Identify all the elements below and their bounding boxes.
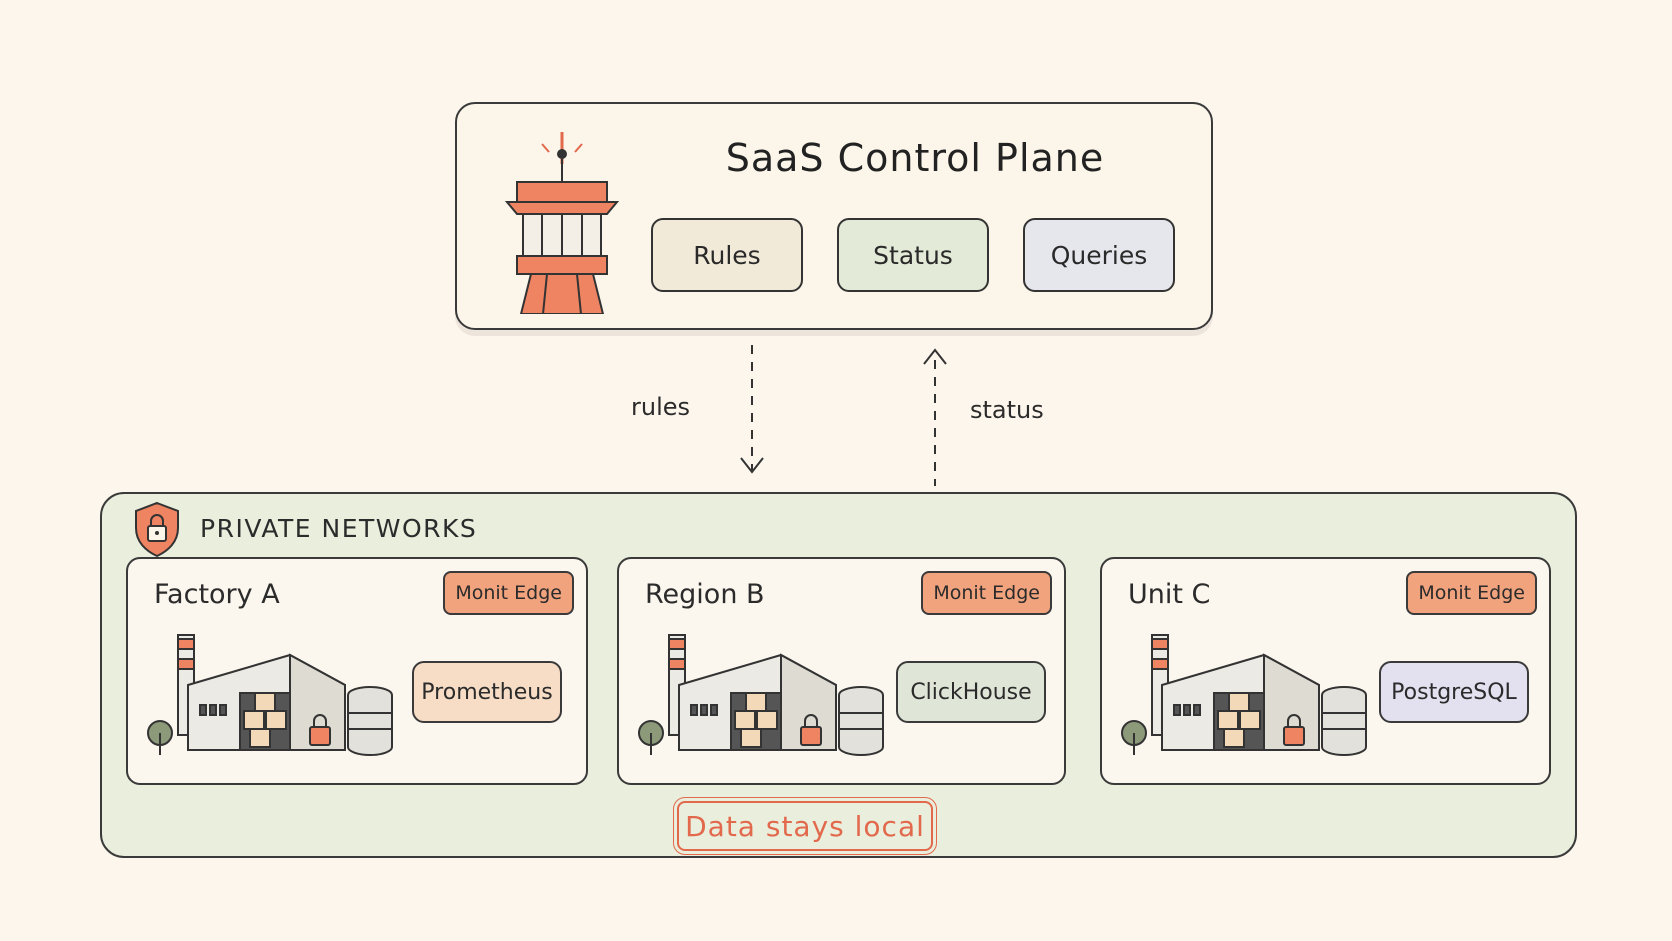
private-networks-box: PRIVATE NETWORKS Factory A Monit Edge — [100, 492, 1577, 858]
factory-icon — [1121, 634, 1367, 756]
queries-pill: Queries — [1023, 218, 1175, 292]
site-card-unit-c: Unit C Monit Edge — [1100, 557, 1551, 785]
factory-icon — [638, 634, 884, 756]
factory-icon — [147, 634, 393, 756]
site-name: Unit C — [1128, 579, 1211, 610]
monit-edge-badge: Monit Edge — [1406, 571, 1537, 615]
control-plane-box: SaaS Control Plane Rules Status Queries — [455, 102, 1213, 330]
control-plane-title: SaaS Control Plane — [725, 136, 1105, 180]
rules-arrow-head — [740, 457, 764, 474]
data-stays-local-stamp: Data stays local — [673, 797, 937, 855]
rules-edge-label: rules — [631, 393, 691, 421]
monit-edge-badge: Monit Edge — [921, 571, 1052, 615]
site-card-factory-a: Factory A Monit Edge — [126, 557, 588, 785]
private-networks-title: PRIVATE NETWORKS — [200, 514, 478, 543]
site-name: Region B — [645, 579, 765, 610]
status-pill: Status — [837, 218, 989, 292]
shield-lock-icon — [135, 501, 179, 558]
control-tower-icon — [504, 132, 620, 314]
clickhouse-store: ClickHouse — [896, 661, 1046, 723]
prometheus-store: Prometheus — [412, 661, 562, 723]
site-card-region-b: Region B Monit Edge — [617, 557, 1066, 785]
postgresql-store: PostgreSQL — [1379, 661, 1529, 723]
monit-edge-badge: Monit Edge — [443, 571, 574, 615]
status-arrow-head — [923, 348, 947, 365]
status-edge-label: status — [970, 396, 1044, 424]
rules-pill: Rules — [651, 218, 803, 292]
site-name: Factory A — [154, 579, 280, 610]
